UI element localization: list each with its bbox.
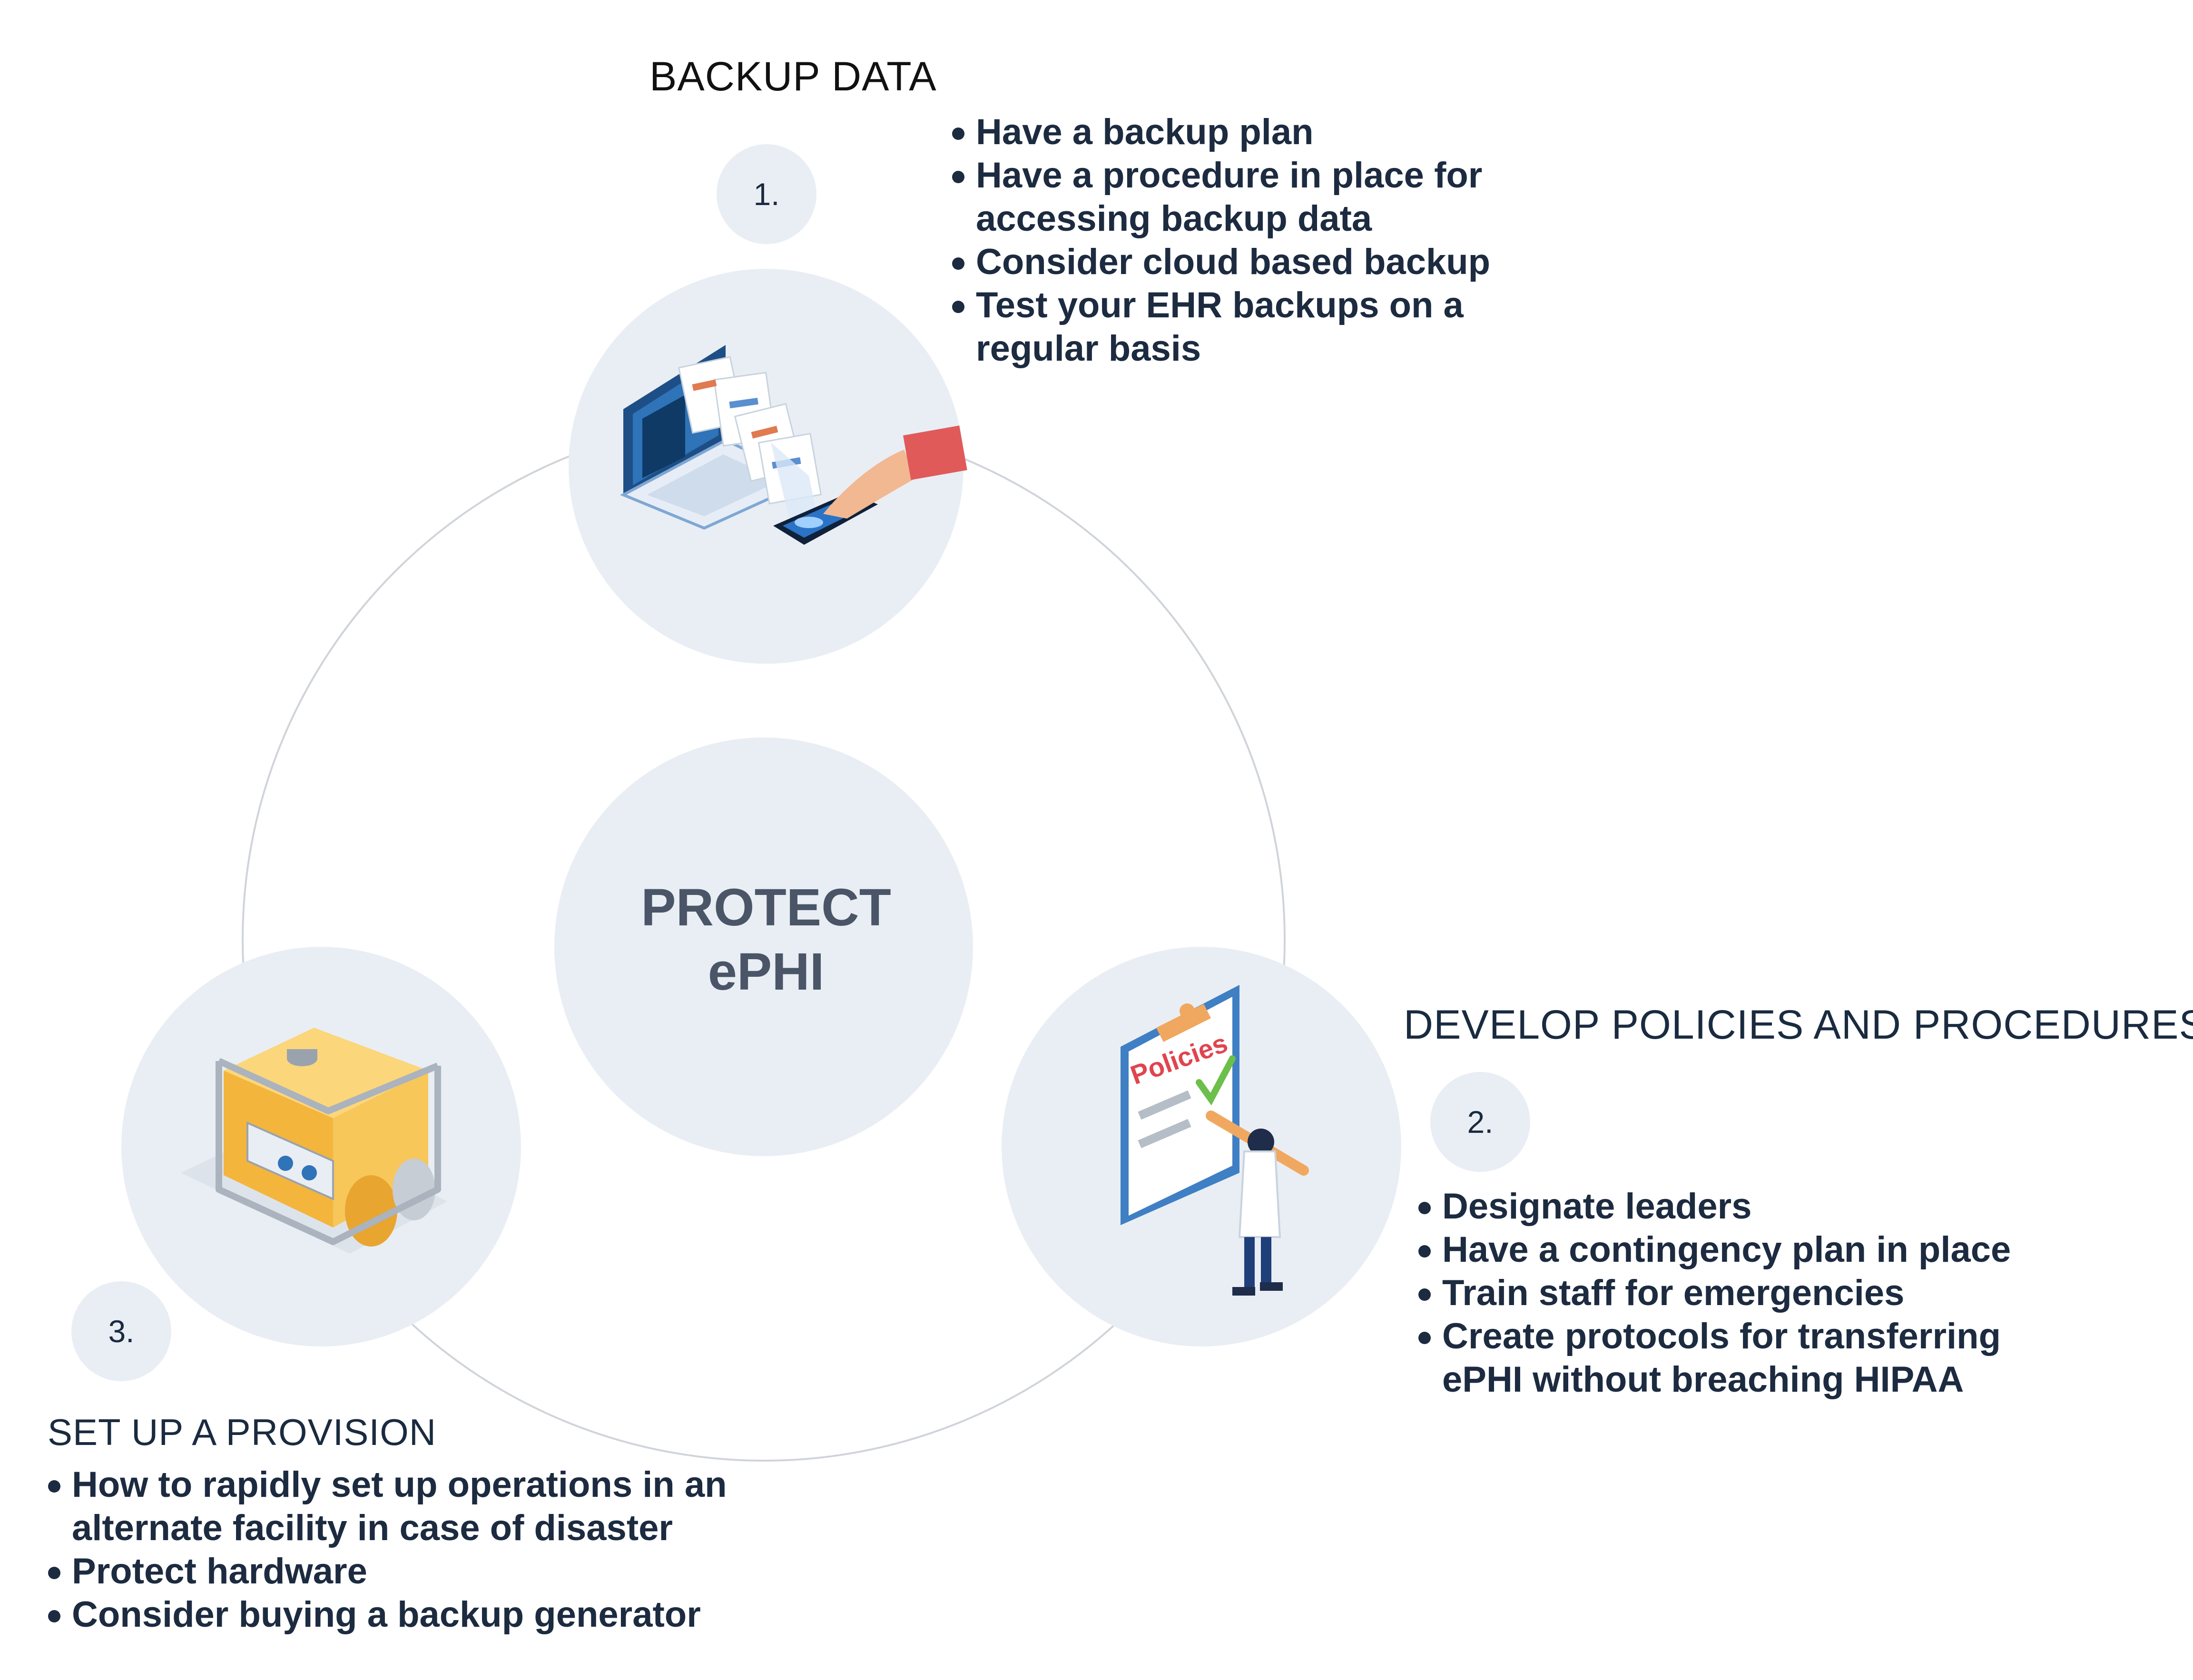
section-2-badge: 2. xyxy=(1430,1072,1530,1172)
section-2-bullet: Train staff for emergencies xyxy=(1416,1271,2129,1315)
section-2-title: DEVELOP POLICIES AND PROCEDURES xyxy=(1404,1002,2193,1048)
section-3-badge: 3. xyxy=(71,1281,171,1381)
center-line-1: PROTECT xyxy=(641,878,891,937)
section-3-title: SET UP A PROVISION xyxy=(48,1411,437,1453)
section-3-bullets: How to rapidly set up operations in an a… xyxy=(45,1463,806,1636)
center-label: PROTECT ePHI xyxy=(557,875,975,1004)
section-1-badge: 1. xyxy=(717,144,816,244)
section-1-bullet: Consider cloud based backup xyxy=(949,240,1568,284)
section-2-bullet: Have a contingency plan in place xyxy=(1416,1228,2129,1271)
section-1-bullets: Have a backup plan Have a procedure in p… xyxy=(949,110,1568,370)
center-circle xyxy=(554,737,973,1156)
center-line-2: ePHI xyxy=(708,943,825,1001)
section-1-bullet: Test your EHR backups on a regular basis xyxy=(949,284,1480,370)
section-3-bullet: Protect hardware xyxy=(45,1550,806,1593)
section-1-title: BACKUP DATA xyxy=(649,54,937,99)
section-2-bullet: Create protocols for transferring ePHI w… xyxy=(1416,1315,2061,1401)
section-3-bullet: How to rapidly set up operations in an a… xyxy=(45,1463,786,1550)
section-1-bullet: Have a procedure in place for accessing … xyxy=(949,154,1509,240)
section-1-bullet: Have a backup plan xyxy=(949,110,1568,154)
laptop-backup-icon xyxy=(620,345,967,545)
section-2-bullets: Designate leaders Have a contingency pla… xyxy=(1416,1185,2129,1401)
policies-clipboard-icon: Policies xyxy=(1121,985,1309,1296)
generator-icon xyxy=(181,1028,447,1254)
doctor-figure xyxy=(1206,1110,1309,1296)
section-2-bullet: Designate leaders xyxy=(1416,1185,2129,1228)
section-3-bullet: Consider buying a backup generator xyxy=(45,1593,806,1636)
